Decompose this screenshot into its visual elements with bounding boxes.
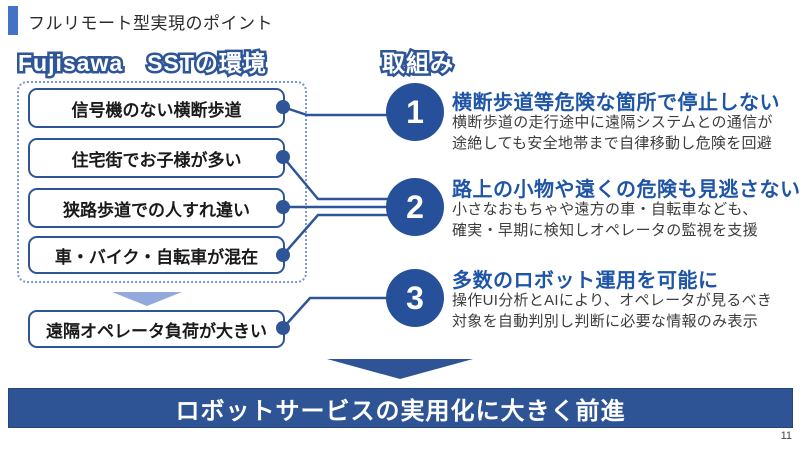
initiatives-section-header: 取組み: [380, 48, 456, 79]
env-box-mixed-traffic: 車・バイク・自転車が混在: [28, 236, 285, 274]
initiative-2-heading: 路上の小物や遠くの危険も見逃さない: [452, 179, 800, 201]
env-box-operator-load: 遠隔オペレータ負荷が大きい: [28, 310, 285, 348]
page-number: 11: [780, 430, 792, 442]
conclusion-banner: ロボットサービスの実用化に大きく前進: [8, 388, 793, 428]
initiative-2-description: 小さなおもちゃや遠方の車・自転車なども、 確実・早期に検知しオペレータの監視を支…: [452, 201, 759, 239]
initiative-3-description: 操作UI分析とAIにより、オペレータが見るべき 対象を自動判別し判断に必要な情報…: [452, 292, 773, 330]
initiative-1-heading: 横断歩道等危険な箇所で停止しない: [452, 92, 780, 114]
env-box-children: 住宅街でお子様が多い: [28, 138, 285, 178]
initiative-number-badge-2: 2: [386, 178, 444, 236]
initiative-1-description: 横断歩道の走行途中に遠隔システムとの通信が 途絶しても安全地帯まで自律移動し危険…: [452, 114, 773, 152]
page-title: フルリモート型実現のポイント: [28, 14, 273, 33]
initiative-number-badge-1: 1: [386, 83, 444, 141]
small-down-arrow-icon: [112, 292, 182, 306]
env-box-crosswalk: 信号機のない横断歩道: [28, 88, 285, 128]
initiative-3-heading: 多数のロボット運用を可能に: [452, 270, 719, 292]
env-box-narrow-path: 狭路歩道での人すれ違い: [28, 188, 285, 228]
big-down-arrow-icon: [327, 359, 473, 379]
title-accent-bar: [8, 6, 18, 35]
environment-section-header: Fujisawa SSTの環境: [16, 48, 269, 79]
initiative-number-badge-3: 3: [386, 269, 444, 327]
